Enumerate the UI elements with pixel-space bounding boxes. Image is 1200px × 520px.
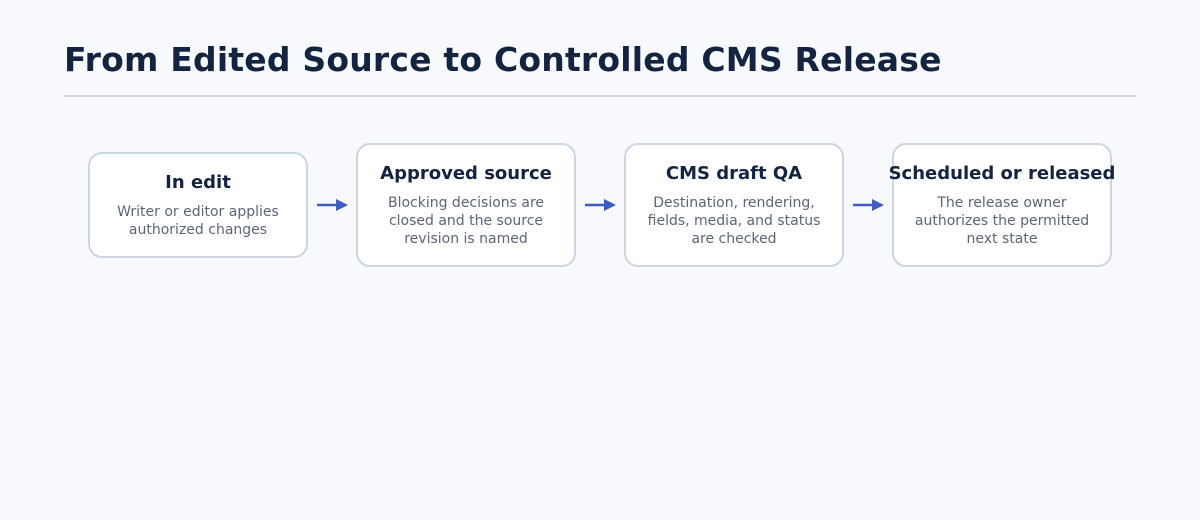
step-title: Scheduled or released <box>888 163 1116 184</box>
step-cms-draft-qa: CMS draft QA Destination, rendering, fie… <box>624 143 844 267</box>
arrow-right-icon <box>317 199 348 211</box>
step-in-edit: In edit Writer or editor applies authori… <box>88 152 308 258</box>
step-description: Destination, rendering, fields, media, a… <box>647 195 821 247</box>
step-approved-source: Approved source Blocking decisions are c… <box>356 143 576 267</box>
step-title: CMS draft QA <box>665 163 803 184</box>
step-description: The release owner authorizes the permitt… <box>914 195 1090 247</box>
process-flow: In edit Writer or editor applies authori… <box>88 143 1115 267</box>
step-description: Writer or editor applies authorized chan… <box>117 204 279 238</box>
step-title: Approved source <box>380 163 552 184</box>
arrow-right-icon <box>853 199 884 211</box>
step-title: In edit <box>165 172 231 193</box>
step-description: Blocking decisions are closed and the so… <box>387 195 545 247</box>
page-title: From Edited Source to Controlled CMS Rel… <box>64 40 942 79</box>
title-divider <box>64 95 1136 97</box>
step-scheduled-or-released: Scheduled or released The release owner … <box>889 143 1115 267</box>
arrow-right-icon <box>585 199 616 211</box>
